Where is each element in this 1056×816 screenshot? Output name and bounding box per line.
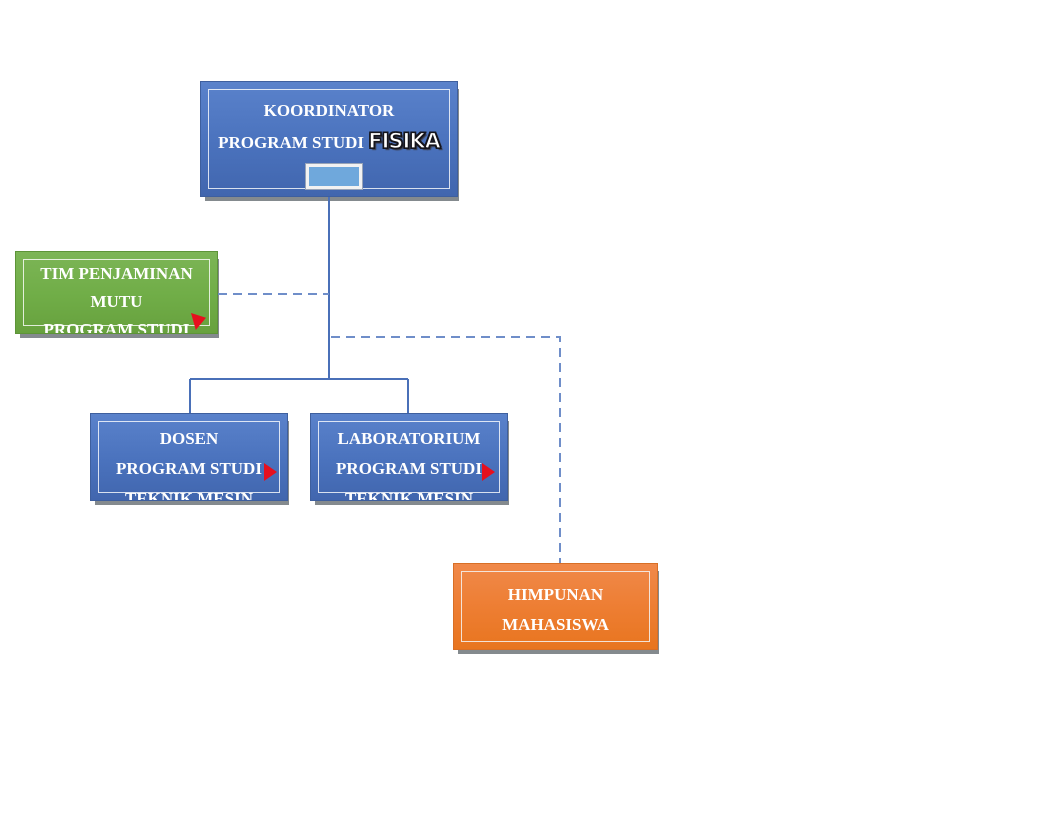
node-title-line3-clipped: TEKNIK MESIN (345, 489, 473, 501)
node-title-line2: MAHASISWA (502, 615, 609, 634)
dashed-connector-himpunan (331, 336, 561, 563)
node-dosen-program-studi: DOSEN PROGRAM STUDI TEKNIK MESIN (90, 413, 288, 501)
node-title-line2-text: PROGRAM STUDI (218, 133, 365, 152)
node-laboratorium-program-studi: LABORATORIUM PROGRAM STUDI TEKNIK MESIN (310, 413, 508, 501)
node-title-line3-clipped: TEKNIK MESIN (125, 489, 253, 501)
node-title-line1: TIM PENJAMINAN (40, 264, 193, 283)
node-title-line2: PROGRAM STUDI (336, 459, 482, 478)
node-title-line2: PROGRAM STUDI FISIKA (201, 126, 457, 158)
node-title-line2: MUTU (90, 292, 143, 311)
node-title-line1: KOORDINATOR (263, 101, 395, 120)
node-title-line1: HIMPUNAN (507, 585, 604, 604)
fisika-pasted-label: FISIKA (368, 128, 442, 153)
solid-connector-lines (189, 197, 409, 413)
node-title-line1: DOSEN (159, 429, 219, 448)
node-title-line3-clipped: PROGRAM STUDI (43, 320, 190, 334)
patch-rectangle (305, 163, 363, 190)
node-koordinator-program-studi: KOORDINATOR PROGRAM STUDI FISIKA (200, 81, 458, 197)
node-title-line1: LABORATORIUM (337, 429, 481, 448)
red-arrow-icon (482, 463, 495, 481)
red-arrow-icon (264, 463, 277, 481)
node-tim-penjaminan-mutu: TIM PENJAMINAN MUTU PROGRAM STUDI (15, 251, 218, 334)
node-title-line2: PROGRAM STUDI (116, 459, 262, 478)
